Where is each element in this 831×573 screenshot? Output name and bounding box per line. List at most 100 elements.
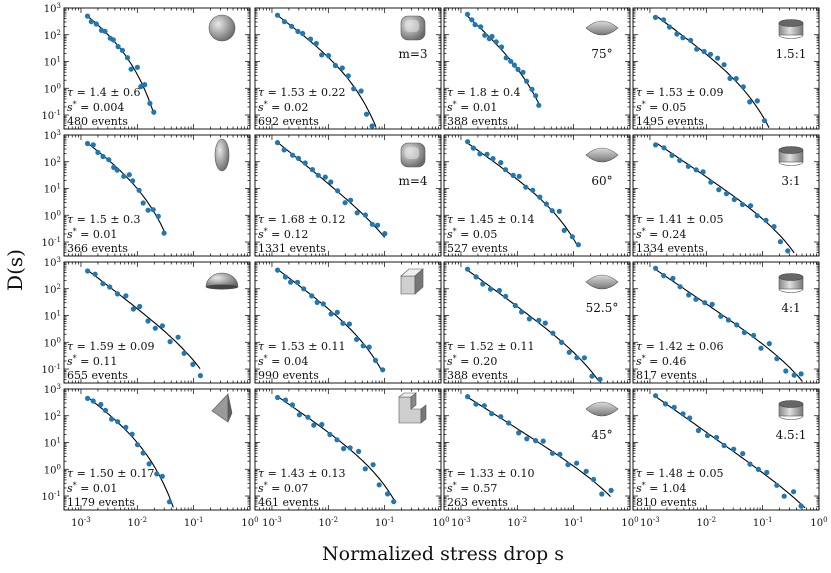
data-point: [480, 281, 486, 287]
data-point: [356, 448, 362, 454]
data-point: [114, 167, 120, 173]
rounded-cube-face: [405, 147, 419, 159]
data-point: [516, 173, 522, 179]
data-point: [653, 265, 659, 271]
data-point: [469, 17, 475, 23]
shape-label: 3:1: [781, 174, 800, 188]
data-point: [472, 22, 478, 28]
data-point: [311, 422, 317, 428]
data-point: [666, 24, 673, 30]
data-point: [798, 371, 804, 377]
cylinder-top: [778, 400, 804, 408]
y-tick-label: 102: [44, 283, 61, 296]
sstar-label: s* = 0.46: [636, 354, 686, 368]
data-point: [747, 99, 753, 105]
data-point: [653, 142, 659, 148]
data-point: [319, 421, 325, 428]
x-tick-label: 10-3: [71, 516, 91, 529]
sstar-label: s* = 0.05: [447, 227, 497, 241]
data-point: [142, 82, 148, 88]
data-point: [167, 339, 173, 345]
x-tick-label: 10-2: [128, 516, 148, 529]
sstar-label: s* = 0.04: [258, 354, 308, 368]
data-point: [334, 309, 340, 315]
data-point: [152, 325, 158, 331]
shape-label: 1.5:1: [776, 47, 807, 61]
shape-label: 75°: [591, 47, 612, 61]
data-point: [341, 446, 347, 452]
data-point: [556, 208, 562, 214]
data-point: [335, 188, 341, 194]
shape-label: m=4: [398, 174, 427, 188]
data-point: [704, 432, 711, 439]
data-point: [713, 434, 720, 441]
data-point: [549, 208, 555, 214]
data-point: [533, 438, 539, 444]
data-point: [274, 140, 281, 146]
data-point: [519, 309, 525, 315]
lens-body: [585, 274, 619, 290]
data-point: [102, 28, 108, 34]
data-point: [530, 187, 536, 193]
tau-label: τ = 1.52 ± 0.11: [447, 340, 535, 353]
data-point: [319, 52, 325, 58]
sstar-label: s* = 0.02: [258, 100, 308, 114]
data-point: [109, 416, 115, 422]
data-point: [140, 450, 146, 456]
data-point: [275, 394, 281, 401]
shape-cylinder-icon: [778, 273, 804, 293]
data-point: [334, 437, 340, 443]
data-point: [677, 284, 683, 290]
data-point: [85, 395, 91, 401]
data-point: [709, 301, 715, 307]
data-point: [565, 462, 571, 468]
l-shape-top: [398, 392, 417, 398]
data-point: [130, 178, 136, 184]
data-point: [465, 266, 471, 272]
data-point: [376, 482, 382, 488]
data-point: [346, 321, 352, 327]
data-point: [708, 179, 714, 185]
data-point: [307, 36, 314, 42]
events-label: 1334 events: [636, 242, 704, 255]
data-point: [464, 11, 471, 17]
events-label: 461 events: [258, 496, 319, 509]
cylinder-top: [778, 273, 804, 281]
data-point: [92, 271, 98, 277]
data-point: [589, 373, 595, 379]
y-tick-label: 100: [44, 336, 61, 349]
data-point: [100, 281, 106, 287]
tau-label: τ = 1.33 ± 0.10: [447, 467, 535, 480]
cylinder-top: [778, 146, 804, 154]
y-tick-label: 101: [44, 183, 61, 196]
data-point: [123, 293, 129, 299]
data-point: [559, 339, 565, 345]
data-point: [145, 207, 151, 213]
data-point: [382, 231, 388, 237]
x-tick-label: 100: [621, 516, 638, 529]
data-point: [301, 286, 307, 292]
data-point: [523, 184, 529, 190]
data-point: [360, 343, 366, 349]
data-point: [159, 473, 165, 479]
lens-body: [585, 401, 619, 417]
cylinder-bottom: [778, 34, 804, 39]
tau-label: τ = 1.45 ± 0.14: [447, 213, 535, 226]
data-point: [332, 62, 338, 69]
data-point: [294, 279, 301, 285]
data-point: [734, 322, 740, 328]
shape-lens-icon: [585, 147, 619, 163]
data-point: [702, 300, 708, 306]
sstar-label: s* = 0.12: [258, 227, 308, 241]
data-point: [662, 401, 669, 407]
tetra-face-right: [227, 393, 233, 423]
data-point: [747, 461, 753, 467]
data-point: [561, 227, 567, 233]
data-point: [147, 100, 153, 106]
data-point: [320, 301, 326, 307]
data-point: [741, 329, 748, 336]
tau-label: τ = 1.5 ± 0.3: [67, 213, 141, 226]
